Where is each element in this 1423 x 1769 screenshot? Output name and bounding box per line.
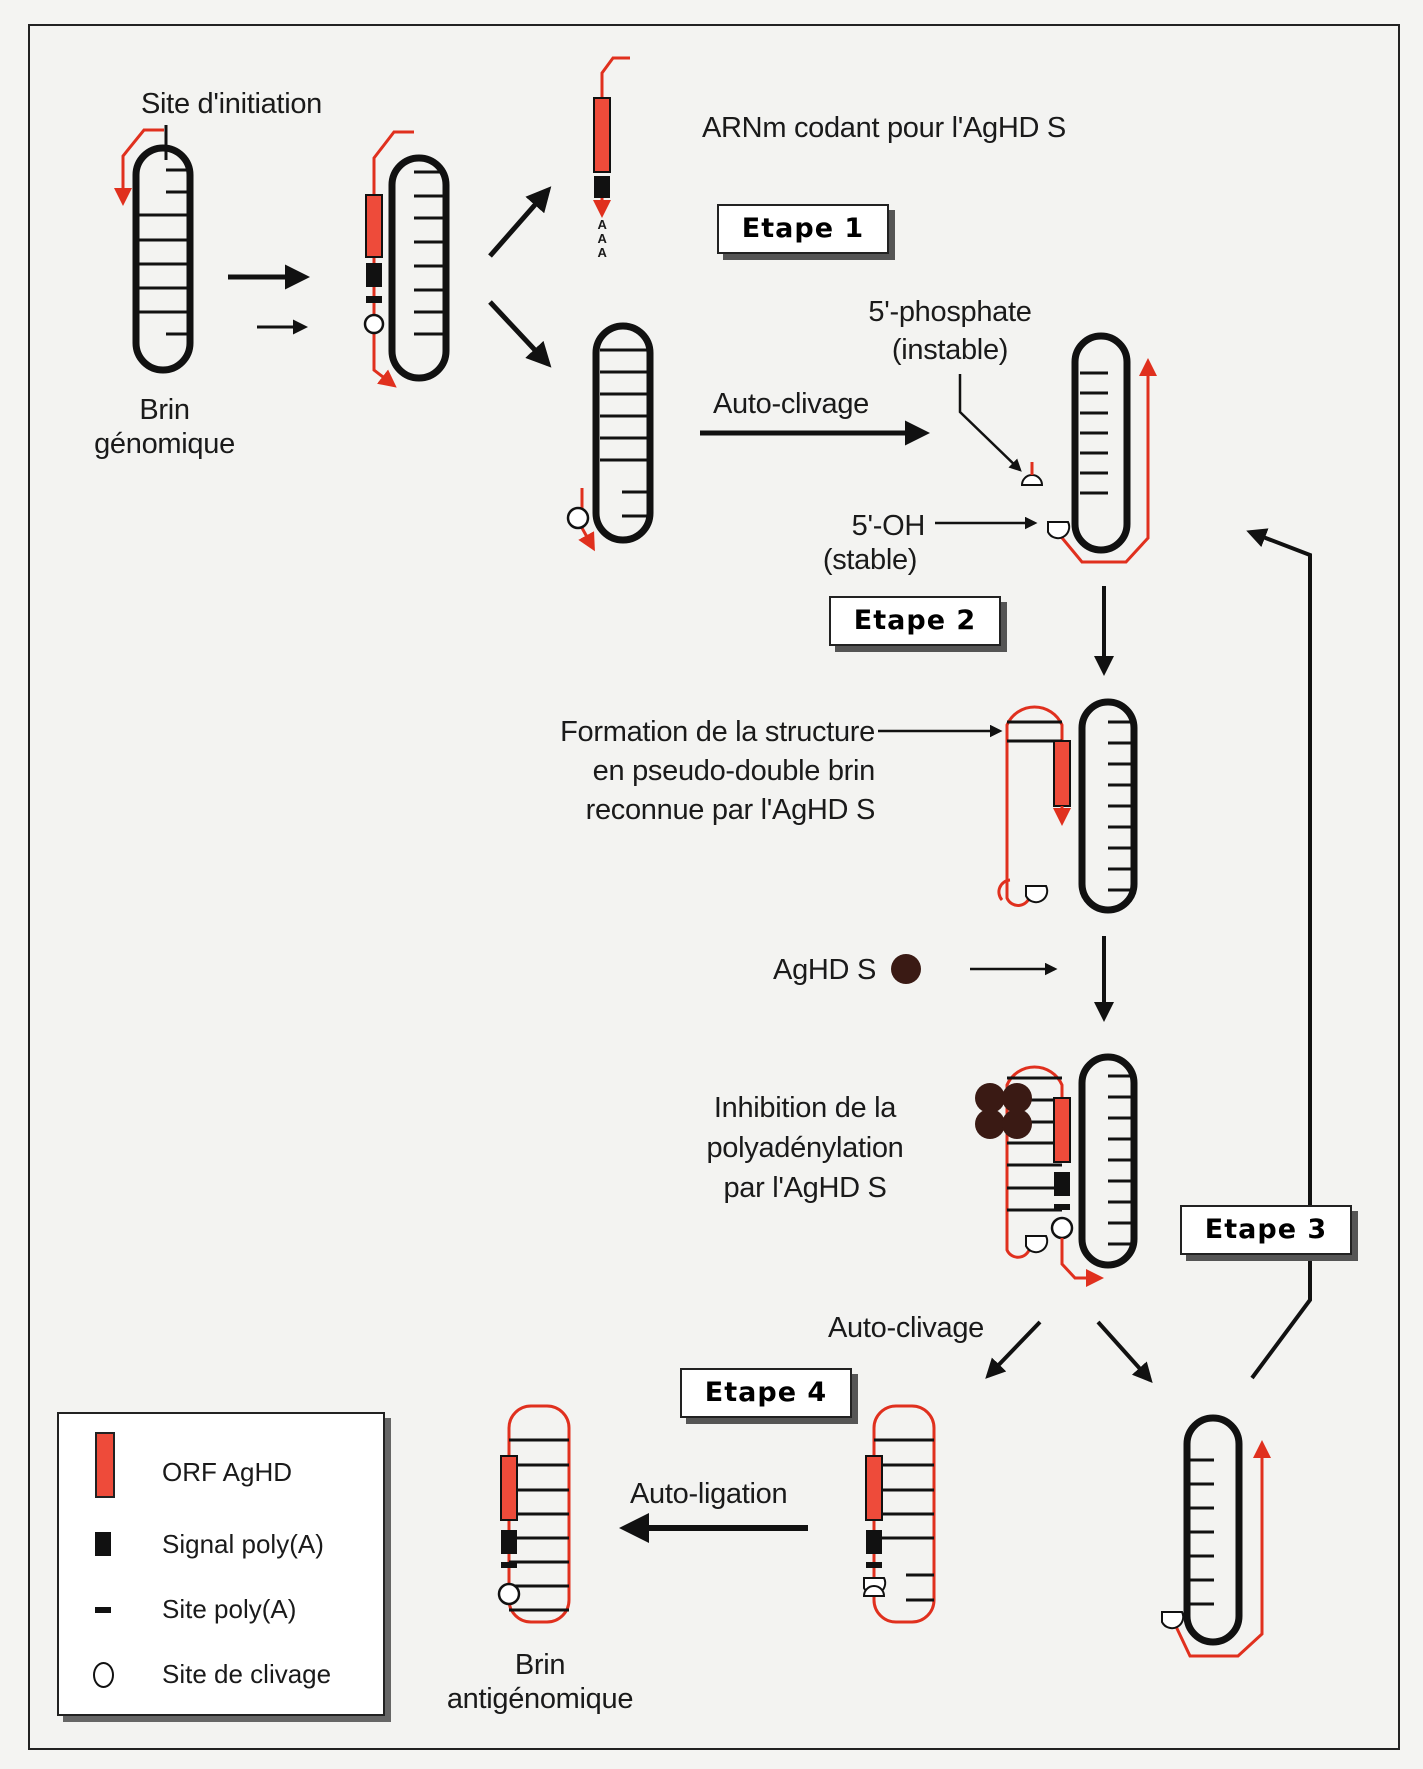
legend-item-orf: ORF AgHD: [59, 1432, 383, 1498]
legend-item-cleavage: Site de clivage: [59, 1654, 383, 1694]
arrow-to-mrna: [488, 186, 552, 258]
inhibition-label-1: Inhibition de la: [713, 1092, 897, 1124]
oh-label-2: (stable): [822, 544, 918, 576]
step-2-badge: Etape 2: [829, 596, 1001, 646]
phosphate-label-2: (instable): [891, 334, 1009, 366]
released-genomic-strand: [1161, 1414, 1271, 1658]
mrna-label: ARNm codant pour l'AgHD S: [702, 112, 1066, 144]
pseudo-double-strand: [997, 698, 1138, 914]
legend: ORF AgHD Signal poly(A) Site poly(A) Sit…: [57, 1412, 385, 1716]
aghd-protein-icon: [891, 954, 921, 984]
legend-label: ORF AgHD: [162, 1457, 293, 1487]
phosphate-pointer: [958, 374, 1022, 472]
oh-label-1: 5'-OH: [851, 510, 926, 542]
antigenomic-label-2: antigénomique: [446, 1683, 634, 1715]
step-1-badge: Etape 1: [717, 204, 889, 254]
auto-ligation-label: Auto-ligation: [630, 1478, 788, 1510]
step-3-badge: Etape 3: [1180, 1205, 1352, 1255]
poly-a-letter: A: [597, 231, 607, 246]
genomic-strand-label-2: génomique: [94, 428, 235, 460]
genomic-strand-label-1: Brin: [139, 394, 190, 426]
legend-label: Signal poly(A): [162, 1529, 324, 1559]
legend-label: Site de clivage: [162, 1659, 332, 1689]
inhibition-complex: [975, 1053, 1138, 1287]
inhibition-label-2: polyadénylation: [706, 1132, 904, 1164]
dash-icon: [95, 1607, 111, 1613]
orf-box-icon: [95, 1432, 115, 1498]
arrow-to-ligation: [985, 1320, 1042, 1379]
arrow-to-released: [1096, 1320, 1153, 1383]
auto-clivage-label-2: Auto-clivage: [828, 1312, 984, 1344]
recycle-arrow: [1246, 528, 1312, 1380]
phosphate-label-1: 5'-phosphate: [868, 296, 1032, 328]
legend-item-site: Site poly(A): [59, 1589, 383, 1629]
formation-label-1: Formation de la structure: [560, 716, 875, 748]
poly-a-tail: A A A: [594, 218, 610, 260]
inhibition-label-3: par l'AgHD S: [723, 1172, 887, 1204]
legend-item-signal: Signal poly(A): [59, 1524, 383, 1564]
step-4-badge: Etape 4: [680, 1368, 852, 1418]
arrow-to-cleavage: [488, 300, 552, 368]
cleaved-strand: [1020, 332, 1157, 564]
pre-cleavage-strand: [566, 322, 654, 552]
circle-icon: [93, 1662, 114, 1688]
transcription-strand: [363, 130, 450, 388]
aghd-s-label: AgHD S: [773, 954, 876, 986]
formation-label-3: reconnue par l'AgHD S: [585, 794, 876, 826]
antigenomic-strand: [497, 1404, 571, 1624]
formation-label-2: en pseudo-double brin: [592, 755, 876, 787]
legend-label: Site poly(A): [162, 1594, 297, 1624]
signal-box-icon: [95, 1532, 111, 1556]
auto-clivage-label-1: Auto-clivage: [713, 388, 869, 420]
site-initiation-label: Site d'initiation: [141, 88, 322, 120]
mrna-molecule: [593, 56, 630, 218]
antigenomic-label-1: Brin: [514, 1649, 566, 1681]
poly-a-letter: A: [597, 245, 607, 260]
genomic-strand-hairpin-1: [114, 125, 194, 374]
poly-a-letter: A: [597, 217, 607, 232]
pre-ligation-strand: [862, 1404, 936, 1624]
